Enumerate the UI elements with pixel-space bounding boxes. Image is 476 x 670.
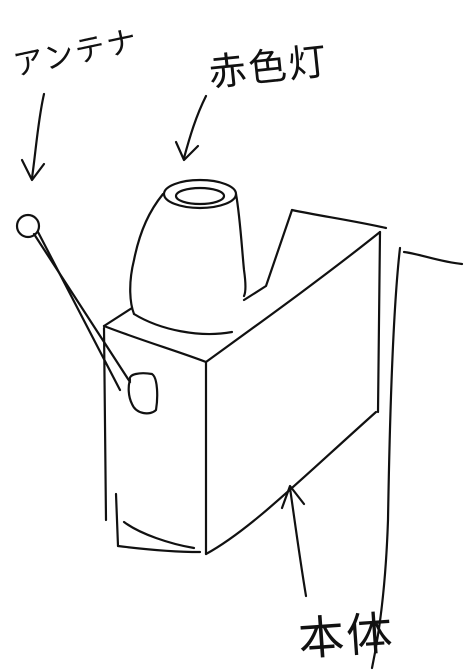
red-light-arrow xyxy=(176,96,206,160)
antenna-arrow xyxy=(22,94,44,180)
body-arrow xyxy=(282,486,306,596)
body-label: 本体 xyxy=(296,597,396,670)
box-body xyxy=(104,210,386,554)
red-light xyxy=(130,180,245,334)
